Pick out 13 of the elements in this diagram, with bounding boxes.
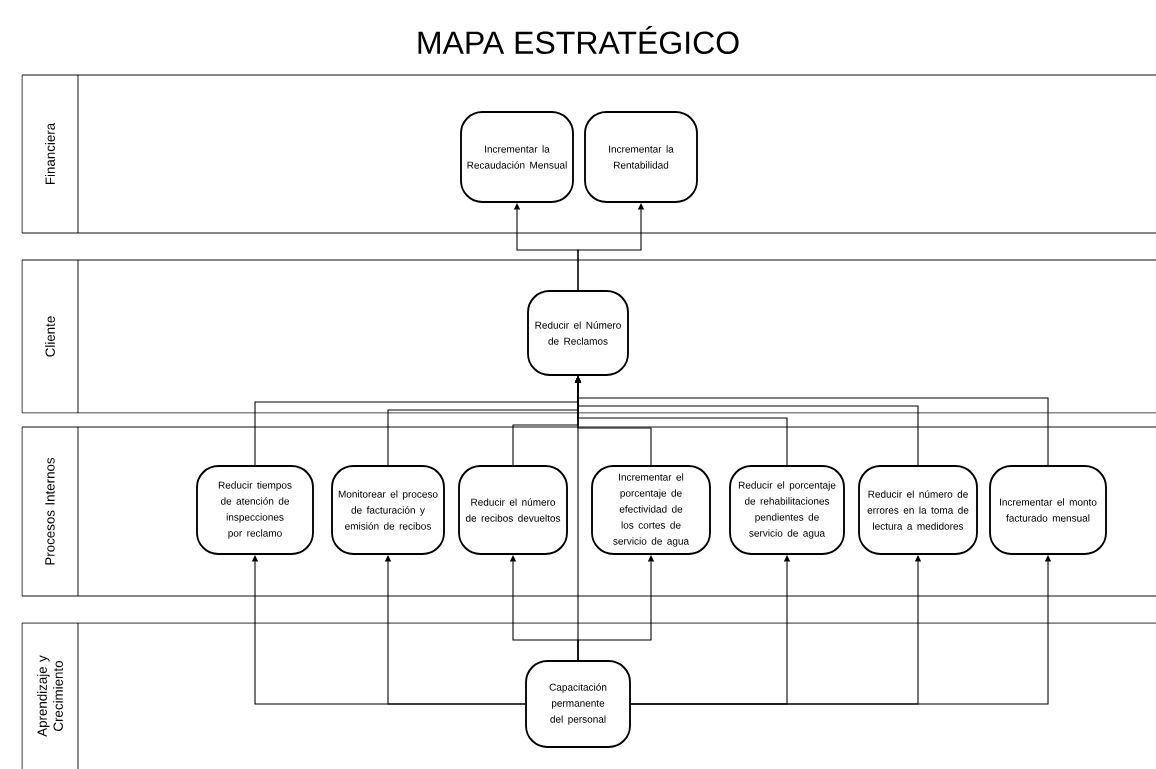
objective-box: Reducir el Número de Reclamos <box>527 290 629 376</box>
objective-box: Incrementar el porcentaje de efectividad de los cortes de servicio de agua <box>591 465 711 555</box>
objective-box: Incrementar la Recaudación Mensual <box>460 111 574 203</box>
title: MAPA ESTRATÉGICO <box>418 26 739 55</box>
objective-box: Reducir el porcentaje de rehabilitaciones pendientes de servicio de agua <box>729 465 845 555</box>
arrow <box>384 555 526 705</box>
objective-box: Incrementar el monto facturado mensual <box>989 465 1107 555</box>
objective-box: Incrementar la Rentabilidad <box>584 111 698 203</box>
objective-box: Reducir el número de recibos devueltos <box>458 465 568 555</box>
objective-box: Monitorear el proceso de facturación y emisión de recibos <box>331 465 445 555</box>
objective-box: Capacitación permanente del personal <box>525 660 631 748</box>
objective-box: Reducir el número de errores en la toma de lectura a medidores <box>858 465 978 555</box>
objective-box: Reducir tiempos de atención de inspecciones por reclamo <box>196 465 314 555</box>
